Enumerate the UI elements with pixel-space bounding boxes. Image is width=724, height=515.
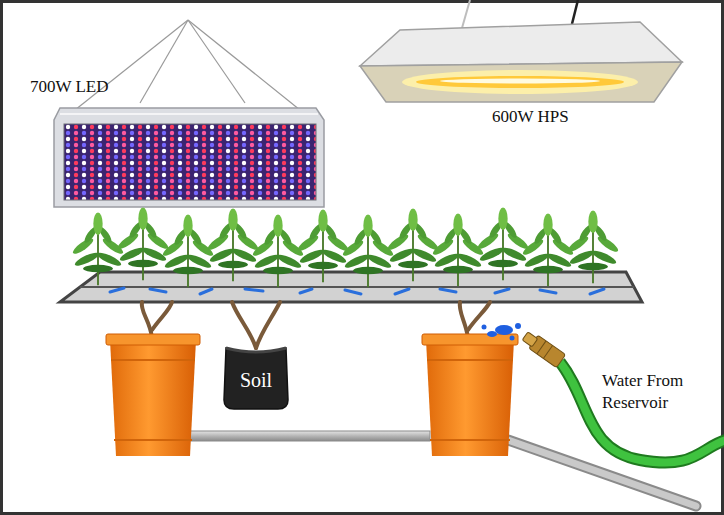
lamp-label: 600W HPS (492, 106, 569, 128)
label-text: Water From Reservoir (602, 370, 710, 414)
label-text: 600W HPS (492, 106, 569, 128)
hanging-wires (75, 20, 300, 110)
trellis-net (60, 272, 642, 302)
plant-canopy (71, 208, 620, 288)
label-text: 700W LED (30, 76, 109, 98)
hose-label: Water From Reservoir (602, 370, 710, 414)
soil-bag: Soil (222, 346, 290, 410)
led-panel (54, 20, 324, 207)
pot-rim (226, 348, 286, 352)
bucket-right (422, 334, 518, 456)
water-splash (482, 323, 522, 341)
water-hose (482, 323, 724, 463)
bucket-left (106, 334, 200, 456)
node-text: Soil (222, 368, 290, 392)
lamp-label: 700W LED (30, 76, 109, 98)
hps-lamp (360, 0, 682, 102)
